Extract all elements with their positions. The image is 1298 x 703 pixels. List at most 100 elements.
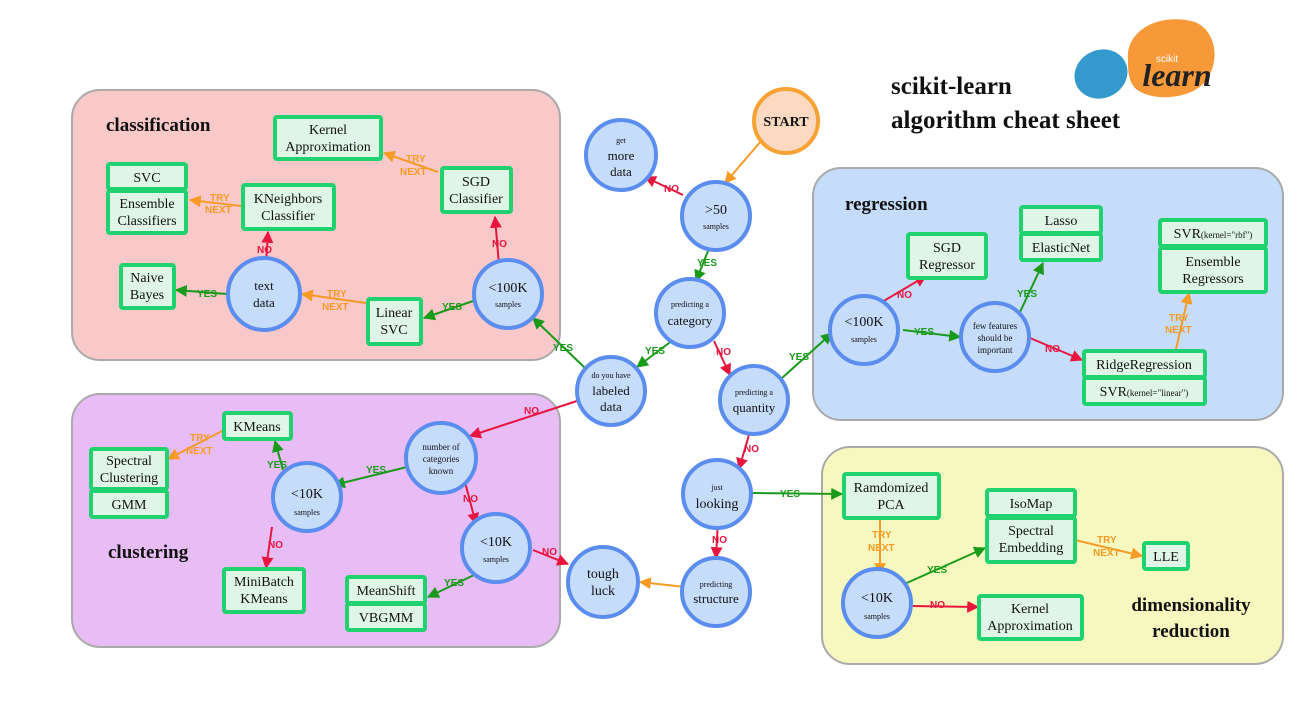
estimator-ensemble-regressors[interactable]: Ensemble Regressors [1158, 246, 1268, 294]
edge-label-next: NEXT [205, 205, 232, 216]
node-label-small: samples [294, 508, 320, 517]
estimator-label: PCA [877, 498, 905, 513]
svr-main-text: SVR [1174, 227, 1202, 242]
edge-label-yes: YES [927, 565, 947, 576]
estimator-svc[interactable]: SVC [106, 162, 188, 191]
node-text-data[interactable]: text data [226, 256, 302, 332]
region-title-dimred-1: dimensionality [1131, 595, 1251, 616]
estimator-label: SVR(kernel="rbf") [1174, 227, 1253, 242]
estimator-label: Classifiers [117, 214, 176, 229]
edge-label-yes: YES [780, 489, 800, 500]
edge-label-next: NEXT [322, 302, 349, 313]
estimator-elasticnet[interactable]: ElasticNet [1019, 232, 1103, 262]
estimator-kmeans[interactable]: KMeans [222, 411, 293, 441]
estimator-spectral-clustering[interactable]: Spectral Clustering [89, 447, 169, 491]
node-label-line2: data [610, 164, 632, 179]
estimator-randomized-pca[interactable]: Ramdomized PCA [842, 472, 941, 520]
estimator-ensemble-classifiers[interactable]: Ensemble Classifiers [106, 189, 188, 235]
node-label-line1: text [254, 278, 274, 293]
estimator-minibatch-kmeans[interactable]: MiniBatch KMeans [222, 567, 306, 614]
estimator-label: Approximation [285, 140, 371, 155]
edge-label-try: TRY [1097, 535, 1117, 546]
estimator-label: Approximation [987, 619, 1073, 634]
node-label-small: do you have [591, 371, 631, 380]
node-tough-luck[interactable]: tough luck [566, 545, 640, 619]
estimator-lasso[interactable]: Lasso [1019, 205, 1103, 235]
estimator-label: Kernel [1011, 602, 1049, 617]
node-label-small: samples [851, 335, 877, 344]
node-label-big: >50 [705, 203, 727, 218]
estimator-vbgmm[interactable]: VBGMM [345, 602, 427, 632]
estimator-label: Kernel [309, 123, 347, 138]
estimator-label: LLE [1153, 550, 1179, 565]
node-number-of-categories[interactable]: number of categories known [404, 421, 478, 495]
edge-label-no: NO [712, 535, 727, 546]
estimator-label: SGD [462, 175, 490, 190]
edge-label-no: NO [257, 245, 272, 256]
estimator-label: SVR(kernel="linear") [1100, 385, 1189, 400]
node-label-small: predicting a [735, 388, 773, 397]
estimator-label: Lasso [1045, 214, 1078, 229]
node-few-features-important[interactable]: few features should be important [959, 301, 1031, 373]
node-label-line1: more [608, 148, 635, 163]
node-predicting-quantity[interactable]: predicting a quantity [718, 364, 790, 436]
node-get-more-data[interactable]: get more data [584, 118, 658, 192]
estimator-linear-svc[interactable]: Linear SVC [366, 297, 423, 346]
node-label-line2: data [253, 295, 275, 310]
estimator-label: Regressors [1182, 272, 1243, 287]
node-predicting-category[interactable]: predicting a category [654, 277, 726, 349]
node-label-line1: few features [973, 321, 1018, 331]
edge-label-try: TRY [190, 433, 210, 444]
estimator-svr-rbf[interactable]: SVR(kernel="rbf") [1158, 218, 1268, 248]
region-title-classification: classification [106, 115, 211, 136]
edge-label-try: TRY [406, 154, 426, 165]
node-label-big: category [668, 313, 713, 328]
node-just-looking[interactable]: just looking [681, 458, 753, 530]
estimator-label: Naive [130, 271, 163, 286]
edge-label-try: TRY [1169, 313, 1189, 324]
edge-label-try: TRY [210, 193, 230, 204]
estimator-kernel-approximation[interactable]: Kernel Approximation [273, 115, 383, 161]
node-regression-lt100k[interactable]: <100K samples [828, 294, 900, 366]
estimator-label: Embedding [999, 541, 1064, 556]
node-classification-lt100k[interactable]: <100K samples [472, 258, 544, 330]
estimator-svr-linear[interactable]: SVR(kernel="linear") [1082, 376, 1207, 406]
node-clustering-lt10k-meanshift[interactable]: <10K samples [460, 512, 532, 584]
estimator-sgd-classifier[interactable]: SGD Classifier [440, 166, 513, 214]
edge-label-no: NO [463, 494, 478, 505]
edge-label-yes: YES [1017, 289, 1037, 300]
estimator-ridge-regression[interactable]: RidgeRegression [1082, 349, 1207, 379]
node-label-line2: categories [423, 454, 460, 464]
estimator-lle[interactable]: LLE [1142, 541, 1190, 571]
estimator-label: Classifier [261, 209, 315, 224]
start-label: START [763, 115, 809, 130]
edge-label-no: NO [744, 444, 759, 455]
estimator-boxes: Kernel Approximation SGD Classifier SVC … [89, 115, 1268, 641]
start-node[interactable]: START [752, 87, 820, 155]
estimator-label: Clustering [100, 471, 158, 486]
estimator-spectral-embedding[interactable]: Spectral Embedding [985, 516, 1077, 564]
estimator-label: Ensemble [1185, 255, 1240, 270]
estimator-gmm[interactable]: GMM [89, 489, 169, 519]
estimator-kernel-approximation-dimred[interactable]: Kernel Approximation [977, 594, 1084, 641]
estimator-meanshift[interactable]: MeanShift [345, 575, 427, 605]
node-label-big: <10K [861, 591, 893, 606]
estimator-label: KMeans [240, 592, 287, 607]
estimator-kneighbors-classifier[interactable]: KNeighbors Classifier [241, 183, 336, 231]
estimator-naive-bayes[interactable]: Naive Bayes [119, 263, 176, 310]
node-dimred-lt10k[interactable]: <10K samples [841, 567, 913, 639]
estimator-sgd-regressor[interactable]: SGD Regressor [906, 232, 988, 280]
node-predicting-structure[interactable]: predicting structure [680, 556, 752, 628]
node-label-small: predicting [700, 580, 732, 589]
estimator-isomap[interactable]: IsoMap [985, 488, 1077, 518]
edge-label-no: NO [897, 290, 912, 301]
node-label-line1: number of [422, 442, 459, 452]
node-gt50-samples[interactable]: >50 samples [680, 180, 752, 252]
node-clustering-lt10k-kmeans[interactable]: <10K samples [271, 461, 343, 533]
scikit-learn-logo: scikit learn [1074, 19, 1215, 99]
node-label-line1: labeled [592, 383, 630, 398]
estimator-label: KMeans [233, 420, 280, 435]
edge-label-yes: YES [197, 289, 217, 300]
node-labeled-data[interactable]: do you have labeled data [575, 355, 647, 427]
edge-label-no: NO [716, 347, 731, 358]
